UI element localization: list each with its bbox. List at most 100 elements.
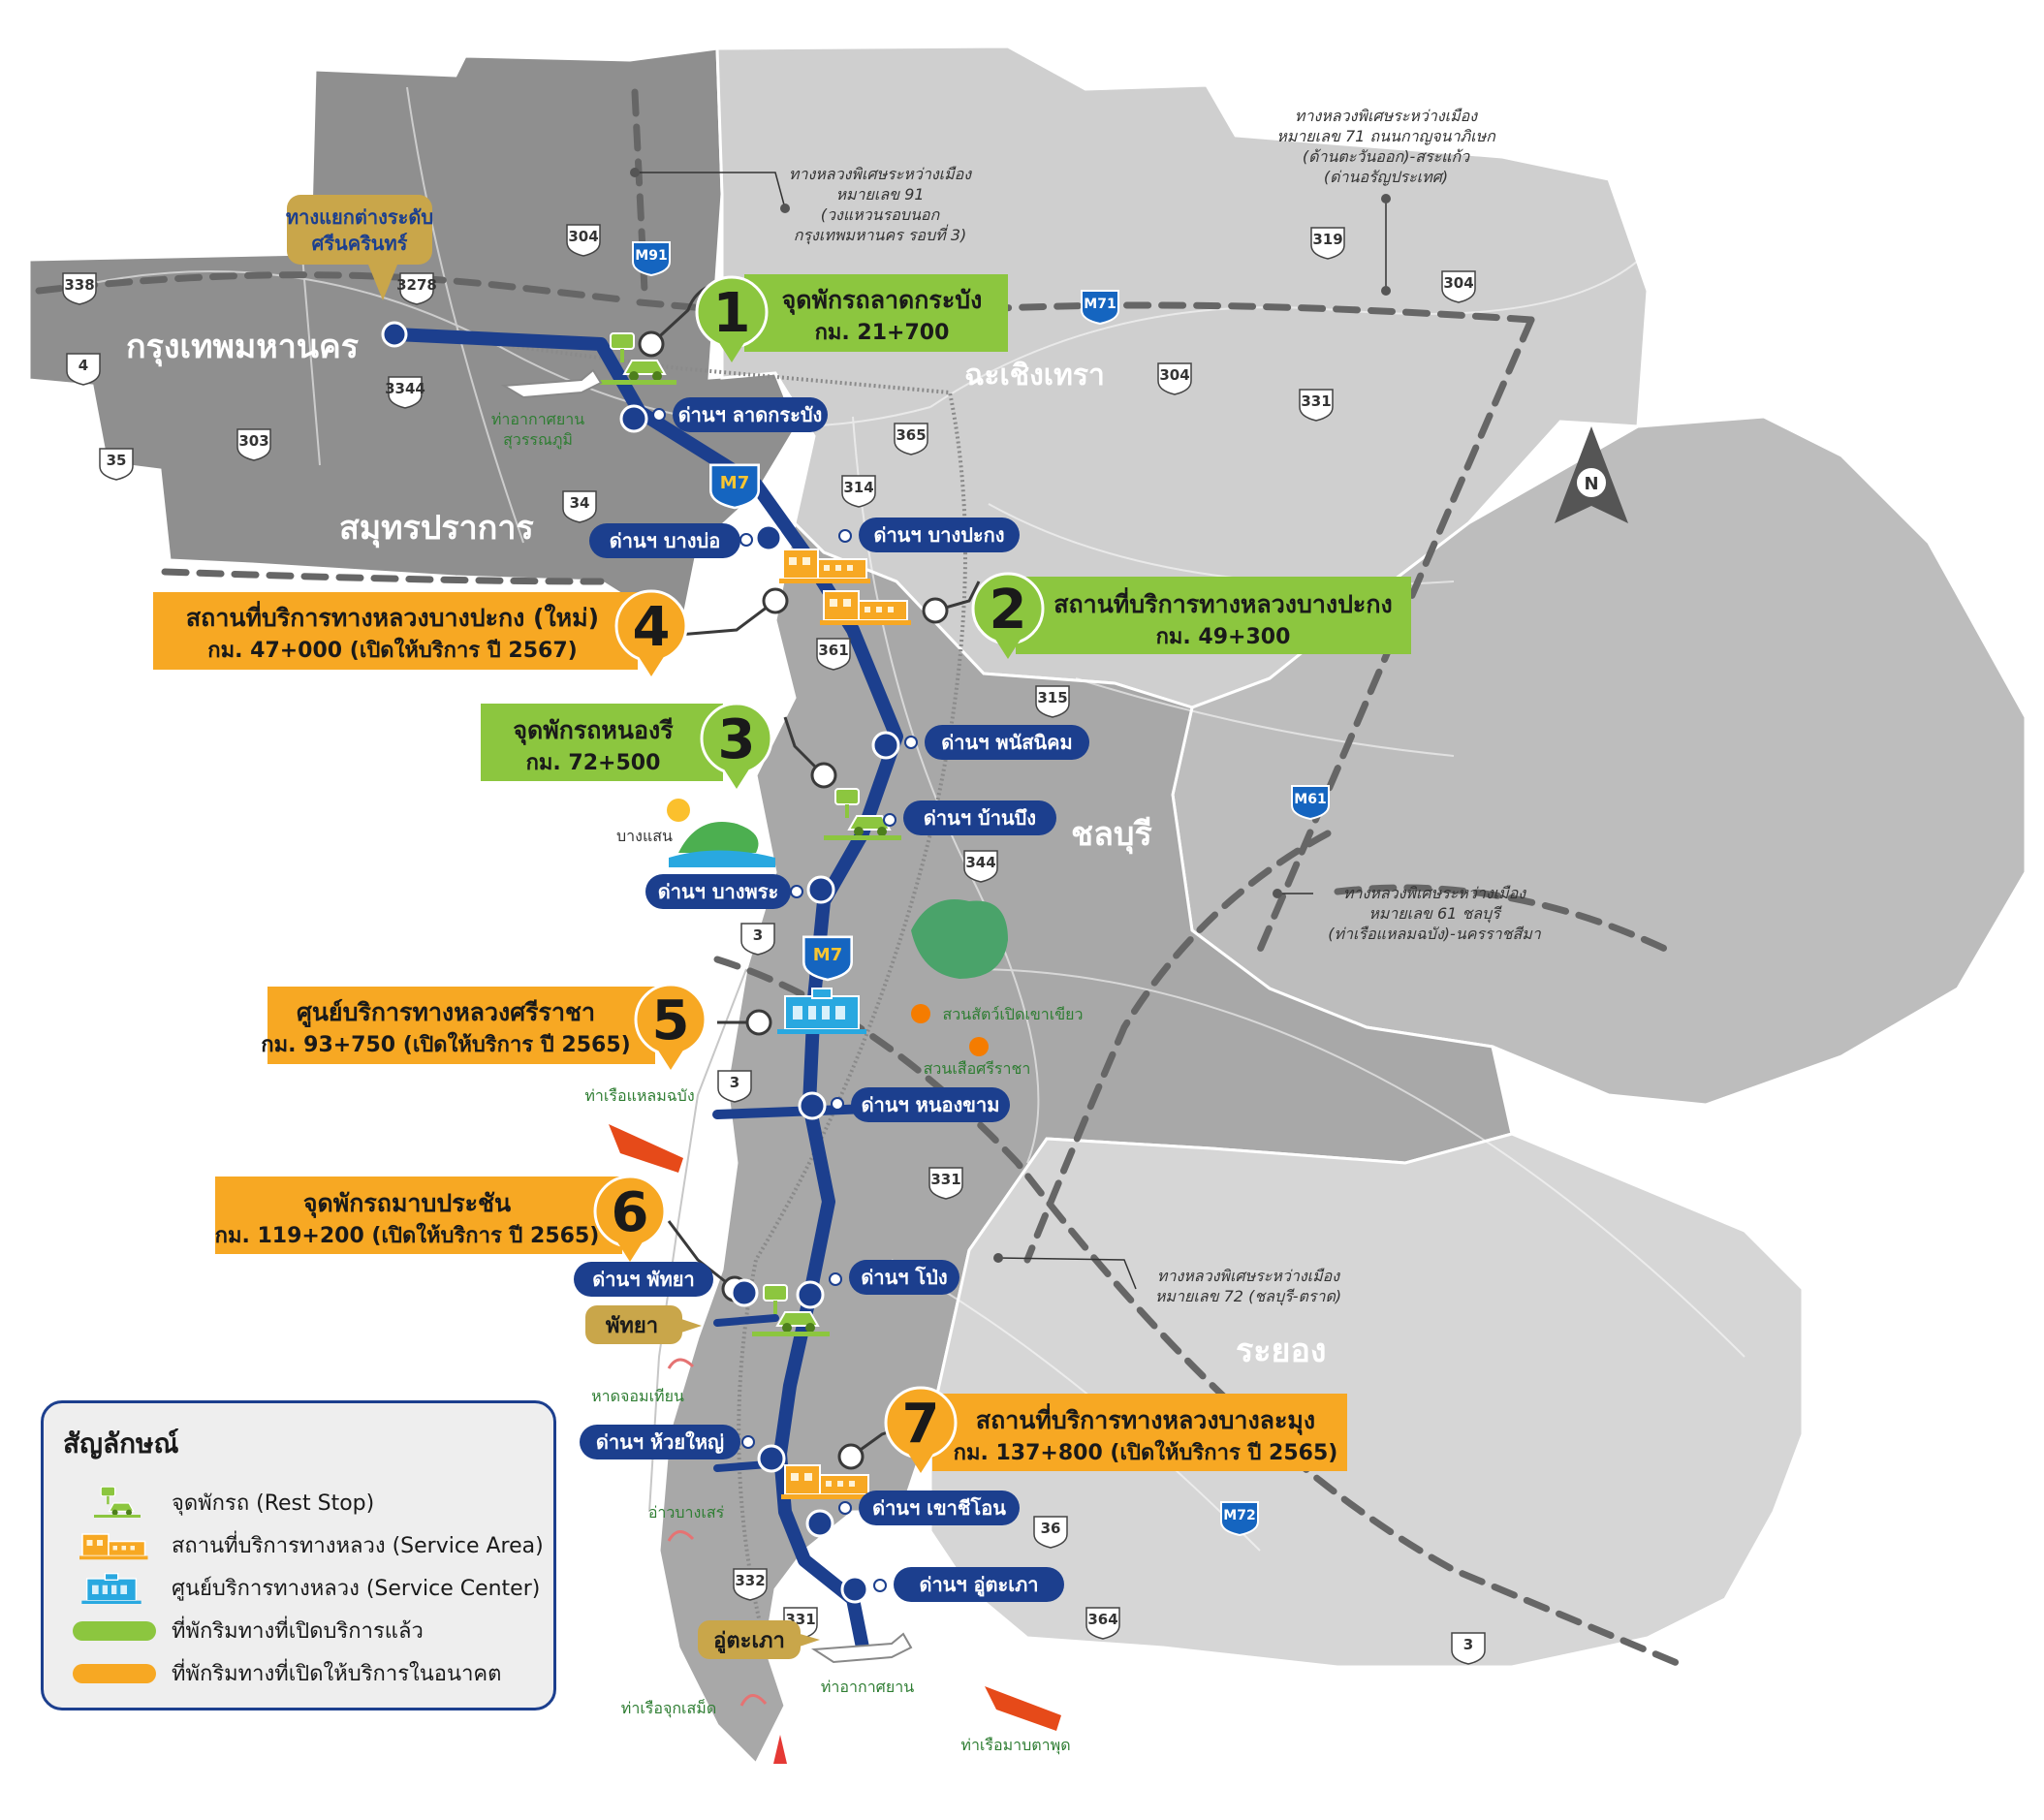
callout-2[interactable]: สถานที่บริการทางหลวงบางปะกง กม. 49+300 2 (971, 572, 1411, 661)
note-m91: ทางหลวงพิเศษระหว่างเมือง หมายเลข 91 (วงแ… (630, 165, 972, 245)
highway-35: 35 (107, 452, 127, 469)
toll-bang-bo[interactable]: ด่านฯ บางบ่อ (610, 529, 720, 552)
callout-4-sub: กม. 47+000 (เปิดให้บริการ ปี 2567) (207, 637, 577, 663)
highway-344: 344 (965, 854, 995, 871)
toll-huai-yai[interactable]: ด่านฯ ห้วยใหญ่ (596, 1430, 724, 1454)
legend-rest-stop-label: จุดพักรถ (Rest Stop) (172, 1491, 375, 1516)
motorway-m61: M61 (1294, 792, 1326, 807)
junction-label-line1: ทางแยกต่างระดับ (286, 205, 433, 229)
svg-text:หมายเลข 61 ชลบุรี: หมายเลข 61 ชลบุรี (1368, 904, 1502, 924)
highway-4: 4 (79, 357, 88, 374)
highway-319: 319 (1312, 231, 1342, 248)
callout-4[interactable]: สถานที่บริการทางหลวงบางปะกง (ใหม่) กม. 4… (153, 589, 688, 678)
highway-304-c: 304 (1443, 274, 1473, 292)
highway-332: 332 (735, 1572, 765, 1589)
toll-pattaya[interactable]: ด่านฯ พัทยา (592, 1268, 694, 1291)
svg-text:(วงแหวนรอบนอก: (วงแหวนรอบนอก (821, 205, 941, 224)
legend-row-rest-stop: จุดพักรถ (Rest Stop) (63, 1485, 374, 1520)
callout-6[interactable]: จุดพักรถมาบประชัน กม. 119+200 (เปิดให้บร… (215, 1175, 667, 1264)
legend-service-area-label: สถานที่บริการทางหลวง (Service Area) (172, 1533, 544, 1558)
callout-3-number: 3 (718, 708, 756, 771)
toll-phanat-nikhom[interactable]: ด่านฯ พนัสนิคม (941, 731, 1072, 754)
callout-3-title: จุดพักรถหนองรี (513, 716, 674, 746)
highway-331-a: 331 (1301, 392, 1331, 410)
svg-text:(ด้านตะวันออก)-สระแก้ว: (ด้านตะวันออก)-สระแก้ว (1303, 147, 1470, 166)
sea-coast (648, 968, 747, 1513)
callout-6-number: 6 (612, 1181, 649, 1244)
highway-365: 365 (896, 426, 926, 444)
callout-6-sub: กม. 119+200 (เปิดให้บริการ ปี 2565) (215, 1222, 600, 1248)
poi-bang-saen: บางแสน (616, 799, 775, 867)
callout-1-sub: กม. 21+700 (815, 321, 950, 345)
callout-1-title: จุดพักรถลาดกระบัง (782, 286, 983, 316)
callout-7-title: สถานที่บริการทางหลวงบางละมุง (976, 1403, 1315, 1436)
poi-jomtien: หาดจอมเทียน (591, 1358, 695, 1405)
svg-text:(ด่านอรัญประเทศ): (ด่านอรัญประเทศ) (1324, 168, 1448, 186)
province-chachoengsao: ฉะเชิงเทรา (964, 359, 1105, 392)
callout-1[interactable]: จุดพักรถลาดกระบัง กม. 21+700 1 (695, 274, 1008, 364)
svg-text:หมายเลข 72 (ชลบุรี-ตราด): หมายเลข 72 (ชลบุรี-ตราด) (1155, 1287, 1341, 1306)
legend: สัญลักษณ์ จุดพักรถ (Rest Stop) สถานที่บร… (41, 1400, 556, 1710)
north-label: N (1584, 474, 1598, 494)
highway-3-a: 3 (753, 926, 763, 944)
callout-3[interactable]: จุดพักรถหนองรี กม. 72+500 3 (481, 702, 773, 791)
toll-bang-phra[interactable]: ด่านฯ บางพระ (658, 880, 778, 903)
svg-text:อ่าวบางเสร่: อ่าวบางเสร่ (648, 1503, 725, 1522)
callout-4-number: 4 (633, 596, 671, 659)
legend-open-swatch (63, 1614, 160, 1647)
toll-u-tapao[interactable]: ด่านฯ อู่ตะเภา (919, 1573, 1038, 1598)
callout-1-number: 1 (713, 282, 751, 345)
callout-5-number: 5 (652, 989, 690, 1052)
highway-304-b: 304 (1159, 366, 1189, 384)
toll-nong-kham[interactable]: ด่านฯ หนองขาม (862, 1093, 1000, 1116)
toll-khao-chi-on[interactable]: ด่านฯ เขาชีโอน (872, 1496, 1006, 1520)
svg-text:ท่าเรือแหลมฉบัง: ท่าเรือแหลมฉบัง (584, 1086, 694, 1105)
toll-plazas: ด่านฯ ลาดกระบัง ด่านฯ บางบ่อ ด่านฯ บางปะ… (574, 397, 1089, 1604)
svg-text:หมายเลข 71 ถนนกาญจนาภิเษก: หมายเลข 71 ถนนกาญจนาภิเษก (1276, 127, 1496, 145)
highway-314: 314 (843, 479, 873, 496)
highway-34: 34 (570, 494, 590, 512)
highway-338: 338 (64, 276, 94, 294)
svg-text:อู่ตะเภา: อู่ตะเภา (713, 1629, 785, 1654)
svg-text:กรุงเทพมหานคร รอบที่ 3): กรุงเทพมหานคร รอบที่ 3) (794, 224, 966, 245)
callout-7[interactable]: สถานที่บริการทางหลวงบางละมุง กม. 137+800… (884, 1386, 1347, 1475)
poi-bang-sare: อ่าวบางเสร่ (648, 1503, 725, 1542)
callout-2-title: สถานที่บริการทางหลวงบางปะกง (1053, 587, 1392, 618)
legend-future-label: ที่พักริมทางที่เปิดให้บริการในอนาคต (172, 1661, 502, 1686)
callout-4-title: สถานที่บริการทางหลวงบางปะกง (ใหม่) (186, 601, 599, 632)
callout-5[interactable]: ศูนย์บริการทางหลวงศรีราชา กม. 93+750 (เป… (261, 983, 708, 1072)
motorway-m7-b: M7 (813, 945, 842, 965)
poi-chuk-samet: ท่าเรือจุกเสม็ด (621, 1694, 787, 1764)
legend-row-future: ที่พักริมทางที่เปิดให้บริการในอนาคต (63, 1655, 501, 1690)
svg-text:สวนสัตว์เปิดเขาเขียว: สวนสัตว์เปิดเขาเขียว (943, 1005, 1084, 1023)
legend-title: สัญลักษณ์ (63, 1428, 179, 1459)
svg-text:ทางหลวงพิเศษระหว่างเมือง: ทางหลวงพิเศษระหว่างเมือง (789, 165, 972, 183)
motorway-m7-a: M7 (720, 473, 749, 493)
svg-text:ท่าอากาศยาน: ท่าอากาศยาน (491, 410, 584, 428)
svg-text:พัทยา: พัทยา (606, 1314, 658, 1338)
svg-text:ท่าเรือมาบตาพุด: ท่าเรือมาบตาพุด (960, 1736, 1070, 1755)
legend-rest-stop-icon (63, 1486, 160, 1519)
legend-service-area-icon (63, 1528, 160, 1561)
highway-361: 361 (818, 642, 848, 659)
pattaya-label: พัทยา (585, 1305, 702, 1344)
svg-text:ท่าอากาศยาน: ท่าอากาศยาน (821, 1678, 914, 1696)
svg-text:หาดจอมเทียน: หาดจอมเทียน (591, 1387, 684, 1405)
svg-text:สวนเสือศรีราชา: สวนเสือศรีราชา (924, 1059, 1031, 1078)
callout-7-sub: กม. 137+800 (เปิดให้บริการ ปี 2565) (954, 1439, 1338, 1465)
motorway-m72: M72 (1223, 1508, 1255, 1523)
callout-7-number: 7 (902, 1393, 940, 1456)
toll-lat-krabang[interactable]: ด่านฯ ลาดกระบัง (678, 403, 823, 426)
toll-ban-bueng[interactable]: ด่านฯ บ้านบึง (924, 806, 1036, 830)
legend-service-center-label: ศูนย์บริการทางหลวง (Service Center) (172, 1576, 541, 1601)
svg-text:ทางหลวงพิเศษระหว่างเมือง: ทางหลวงพิเศษระหว่างเมือง (1343, 884, 1526, 902)
highway-315: 315 (1037, 689, 1067, 706)
poi-laem-chabang: ท่าเรือแหลมฉบัง (584, 1086, 695, 1173)
note-m71: ทางหลวงพิเศษระหว่างเมือง หมายเลข 71 ถนนก… (1276, 107, 1496, 296)
legend-service-center-icon (63, 1571, 160, 1605)
province-rayong: ระยอง (1236, 1332, 1326, 1370)
toll-pong[interactable]: ด่านฯ โป่ง (861, 1266, 947, 1289)
service-center-5-symbol[interactable] (776, 988, 867, 1035)
highway-3-b: 3 (730, 1074, 739, 1091)
toll-bang-pakong[interactable]: ด่านฯ บางปะกง (873, 523, 1004, 547)
